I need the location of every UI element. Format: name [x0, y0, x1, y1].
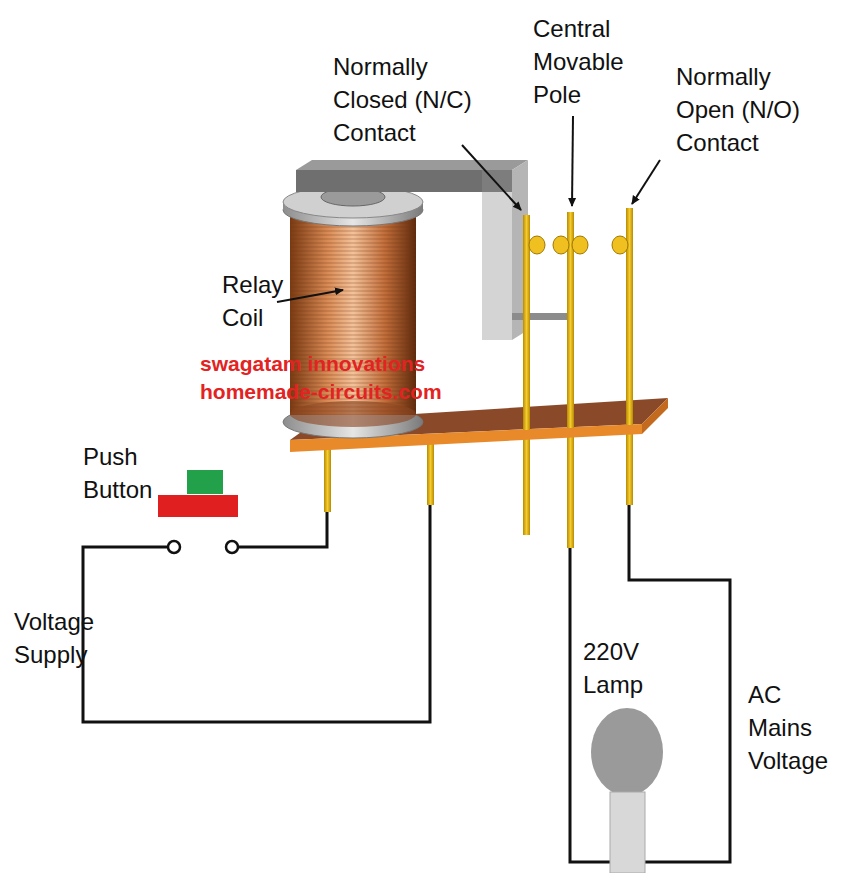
supply-label: Voltage Supply [14, 605, 124, 671]
watermark: homemade-circuits.com [200, 378, 442, 406]
push-button [158, 470, 238, 553]
relay-base-board [290, 398, 668, 452]
contact-label: Normally Open (N/O) Contact [676, 60, 816, 159]
part-label: Relay Coil [222, 268, 297, 334]
part-label: Push Button [83, 440, 168, 506]
contact-label: Central Movable Pole [533, 12, 638, 111]
lamp-symbol [591, 708, 663, 873]
relay-contacts [523, 208, 633, 430]
supply-label: AC Mains Voltage [748, 678, 848, 777]
watermark: swagatam innovations [200, 350, 425, 378]
contact-label: Normally Closed (N/C) Contact [333, 50, 483, 149]
part-label: 220V Lamp [583, 635, 663, 701]
